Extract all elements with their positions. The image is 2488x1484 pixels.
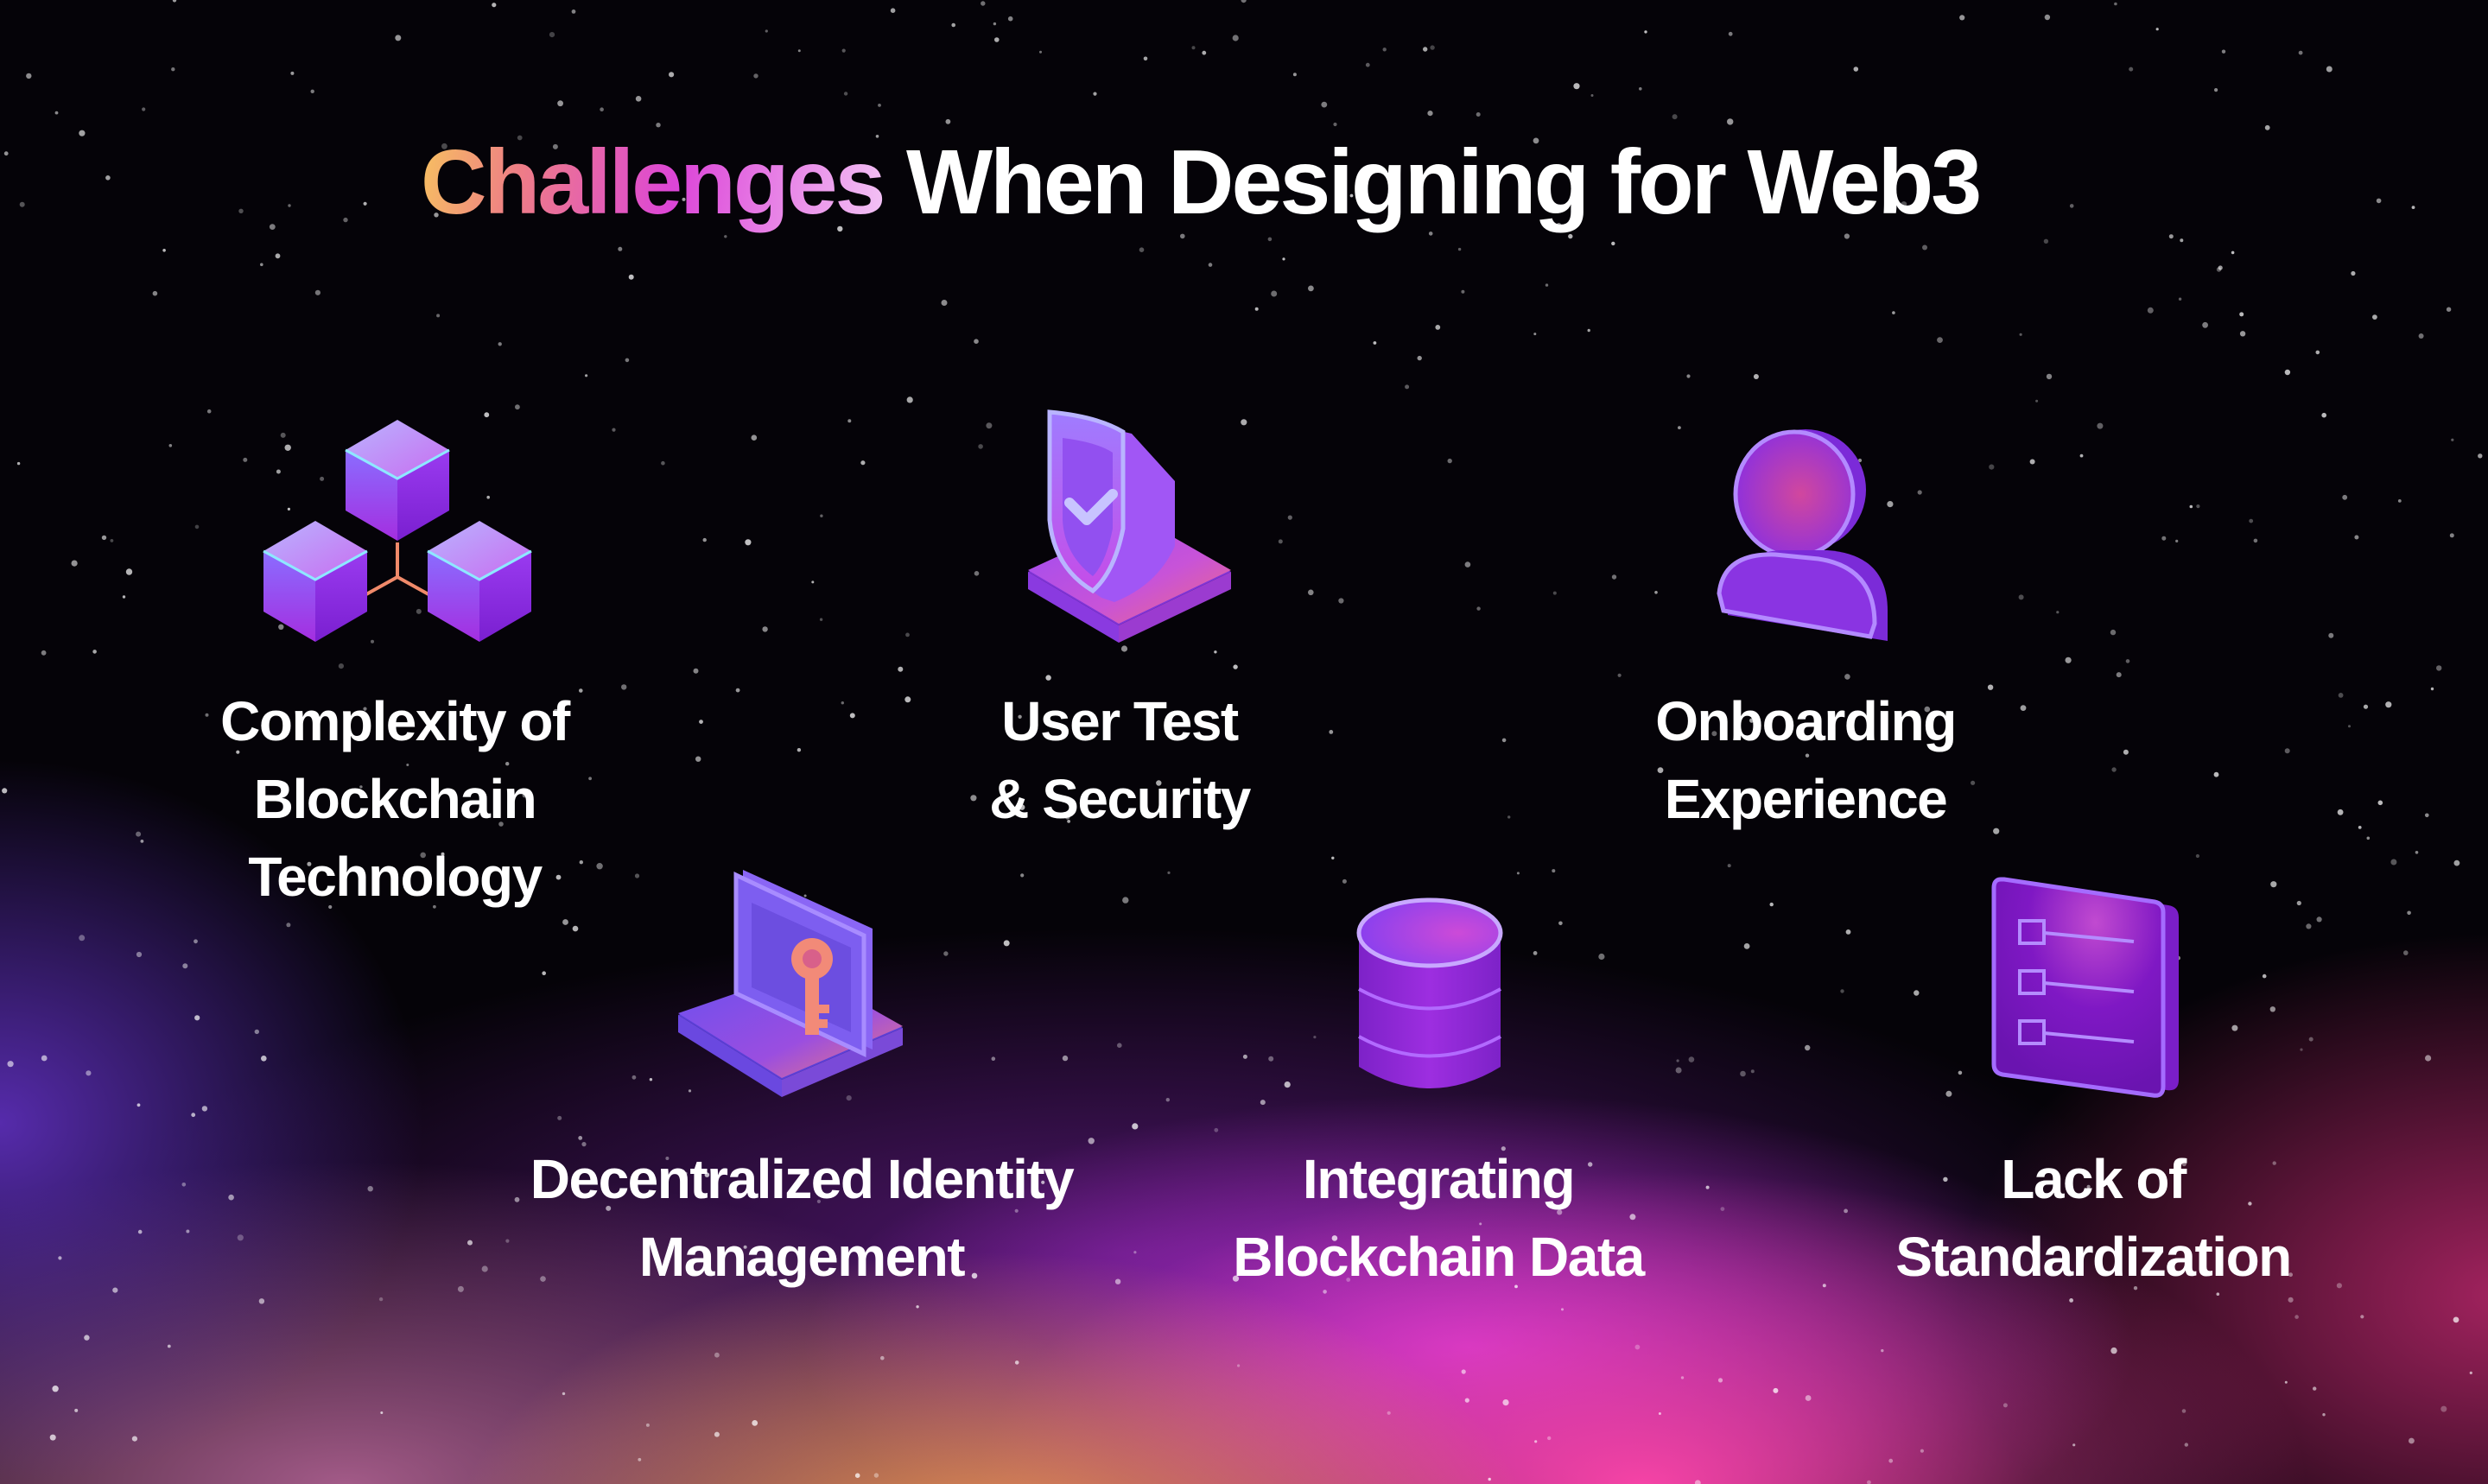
key-panel-icon	[678, 870, 903, 1097]
user-profile-icon	[1717, 429, 1888, 641]
challenge-label: Decentralized Identity Management	[530, 1148, 1075, 1288]
page-title: Challenges When Designing for Web3	[421, 128, 1982, 238]
challenge-label: Complexity of Blockchain Technology	[220, 690, 570, 908]
shield-check-icon	[1028, 409, 1231, 643]
database-icon	[1356, 897, 1503, 1088]
checklist-icon	[1991, 877, 2179, 1098]
blockchain-cubes-icon	[263, 420, 532, 642]
title-accent: Challenges	[421, 131, 886, 233]
challenge-label: User Test & Security	[989, 690, 1251, 830]
challenge-label: Onboarding Experience	[1655, 690, 1957, 830]
challenge-label: Lack of Standardization	[1895, 1148, 2292, 1288]
challenge-label: Integrating Blockchain Data	[1233, 1148, 1645, 1288]
title-rest: When Designing for Web3	[905, 131, 1982, 233]
